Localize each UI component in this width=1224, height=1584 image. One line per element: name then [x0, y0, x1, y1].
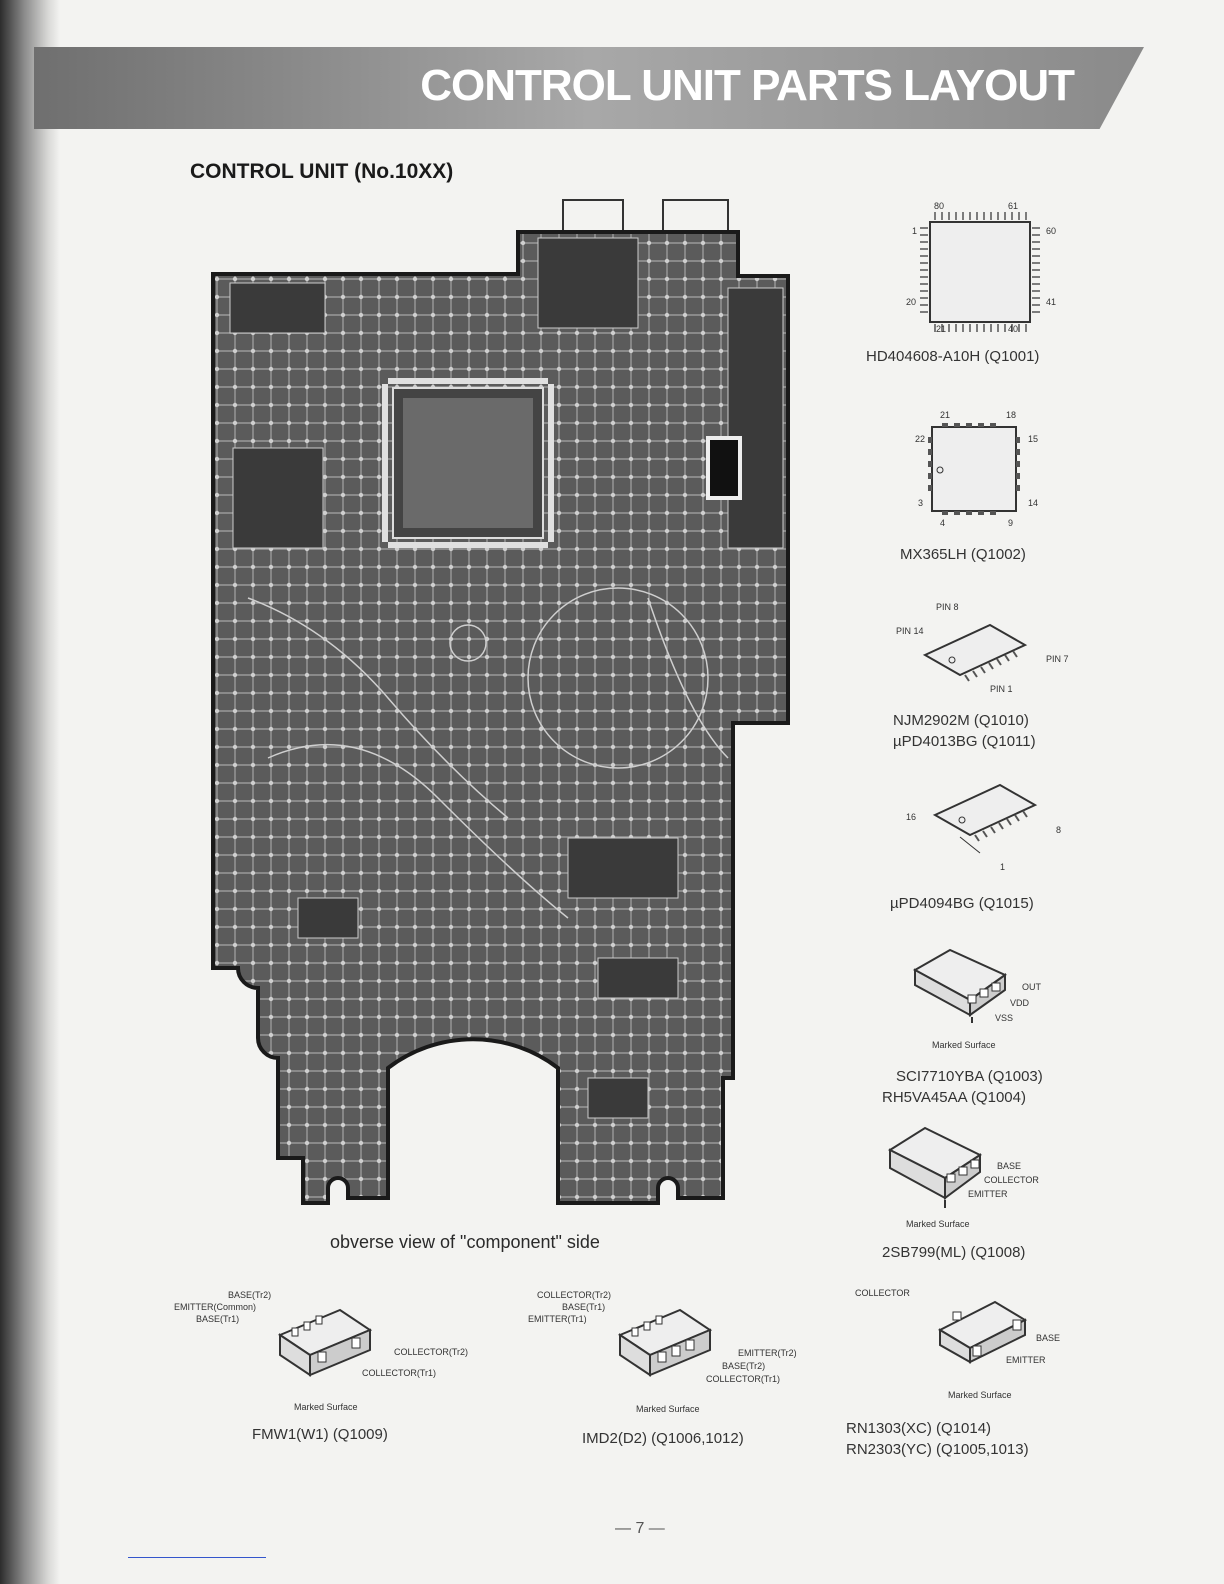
fmw1-package-icon: [277, 1308, 373, 1377]
marked-surface-label: Marked Surface: [294, 1402, 358, 1412]
marked-surface-label: Marked Surface: [948, 1390, 1012, 1400]
pin-label: BASE(Tr1): [196, 1314, 240, 1324]
pin-label: 40: [1008, 324, 1019, 334]
pin-label: COLLECTOR(Tr2): [537, 1290, 612, 1300]
pin-label: EMITTER: [1006, 1355, 1046, 1365]
pin-label: 80: [934, 201, 945, 211]
pin-label: 1: [1000, 862, 1006, 872]
pin-label: COLLECTOR(Tr1): [706, 1374, 781, 1384]
pin-label: PIN 7: [1046, 654, 1069, 664]
pin-label: OUT: [1022, 982, 1041, 992]
pin-label: VSS: [995, 1013, 1014, 1023]
pin-label: 1: [912, 226, 918, 236]
pin-label: VDD: [1010, 998, 1030, 1008]
pin-label: BASE(Tr2): [722, 1361, 766, 1371]
pin-label: EMITTER: [968, 1189, 1008, 1199]
part-label-q1008: 2SB799(ML) (Q1008): [882, 1244, 1026, 1261]
imd2-package-icon: [617, 1308, 713, 1377]
page-number: — 7 —: [615, 1520, 665, 1537]
pin-label: 20: [906, 297, 917, 307]
pin-label: 9: [1008, 518, 1014, 528]
pin-label: EMITTER(Tr1): [528, 1314, 587, 1324]
pin-label: 3: [918, 498, 924, 508]
part-label-q1006-1012: IMD2(D2) (Q1006,1012): [582, 1430, 744, 1447]
sot89-package-icon: [912, 948, 1007, 1023]
pin-label: 18: [1006, 410, 1017, 420]
pin-label: EMITTER(Tr2): [738, 1348, 797, 1358]
pin-label: 14: [1028, 498, 1039, 508]
section-title: CONTROL UNIT (No.10XX): [190, 160, 454, 183]
pin-label: 41: [1046, 297, 1057, 307]
link-underline: [128, 1557, 266, 1558]
part-label-q1003: SCI7710YBA (Q1003): [896, 1068, 1043, 1085]
pin-label: PIN 14: [896, 626, 924, 636]
qfp-package-icon: [920, 212, 1040, 332]
pin-label: BASE: [997, 1161, 1022, 1171]
pin-label: 4: [940, 518, 946, 528]
pin-label: 21: [940, 410, 951, 420]
part-label-q1005-1013: RN2303(YC) (Q1005,1013): [846, 1441, 1029, 1458]
board-caption: obverse view of "component" side: [330, 1232, 600, 1252]
marked-surface-label: Marked Surface: [636, 1404, 700, 1414]
marked-surface-label: Marked Surface: [906, 1219, 970, 1229]
page-title: CONTROL UNIT PARTS LAYOUT: [420, 61, 1075, 110]
marked-surface-label: Marked Surface: [932, 1040, 996, 1050]
pin-label: 61: [1008, 201, 1019, 211]
part-label-q1001: HD404608-A10H (Q1001): [866, 348, 1040, 365]
part-label-q1002: MX365LH (Q1002): [900, 546, 1026, 563]
pin-label: 16: [906, 812, 917, 822]
pin-label: BASE: [1036, 1333, 1061, 1343]
pin-label: COLLECTOR: [984, 1175, 1039, 1185]
pin-label: 22: [915, 434, 926, 444]
pin-label: COLLECTOR(Tr1): [362, 1368, 437, 1378]
pin-label: BASE(Tr1): [562, 1302, 606, 1312]
plcc-package-icon: [928, 423, 1020, 515]
part-label-q1011: µPD4013BG (Q1011): [893, 733, 1036, 750]
pin-label: PIN 8: [936, 602, 959, 612]
pin-label: PIN 1: [990, 684, 1013, 694]
binding-spine-shadow: [0, 0, 60, 1584]
part-label-q1009: FMW1(W1) (Q1009): [252, 1426, 388, 1443]
title-banner: CONTROL UNIT PARTS LAYOUT: [34, 47, 1144, 129]
pin-label: 60: [1046, 226, 1057, 236]
pcb-board-diagram: [211, 199, 790, 1205]
sot23-package-icon: [937, 1300, 1028, 1364]
sop14-package-icon: [922, 623, 1028, 682]
pin-label: COLLECTOR(Tr2): [394, 1347, 469, 1357]
pin-label: BASE(Tr2): [228, 1290, 272, 1300]
pin-label: COLLECTOR: [855, 1288, 910, 1298]
part-label-q1014: RN1303(XC) (Q1014): [846, 1420, 992, 1437]
part-label-q1010: NJM2902M (Q1010): [893, 712, 1029, 729]
pin-label: 21: [936, 324, 947, 334]
part-label-q1004: RH5VA45AA (Q1004): [882, 1089, 1026, 1106]
pin-label: EMITTER(Common): [174, 1302, 257, 1312]
pin-label: 8: [1056, 825, 1062, 835]
sop16-package-icon: [932, 783, 1038, 854]
sot89-transistor-icon: [887, 1126, 983, 1208]
part-label-q1015: µPD4094BG (Q1015): [890, 895, 1034, 912]
pin-label: 15: [1028, 434, 1039, 444]
